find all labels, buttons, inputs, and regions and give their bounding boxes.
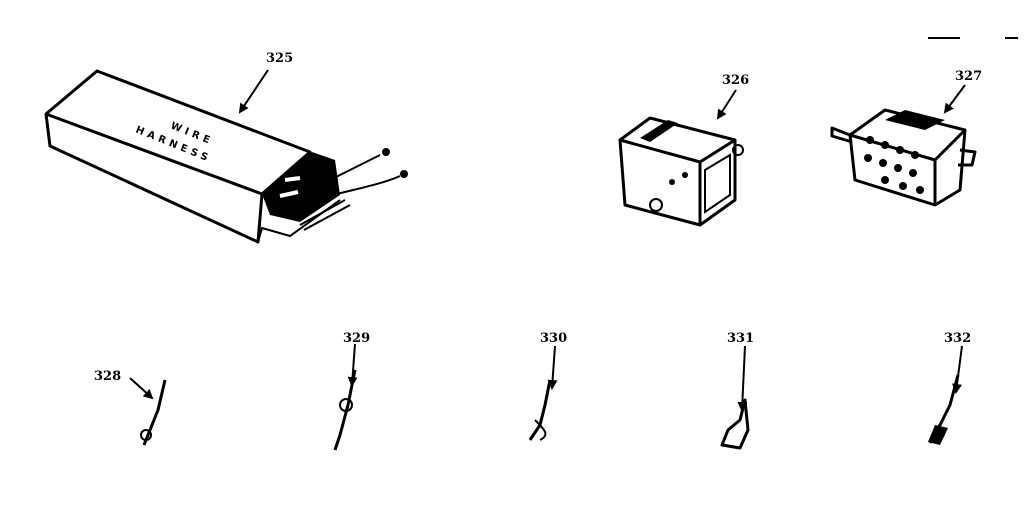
part-number-332: 332	[944, 331, 971, 346]
part-329-terminal: 329	[333, 331, 370, 451]
part-326-connector-housing: 326	[618, 73, 749, 227]
part-328-terminal: 328	[94, 369, 167, 446]
part-number-328: 328	[94, 369, 121, 384]
part-327-connector-block: 327	[830, 69, 982, 207]
part-number-329: 329	[343, 331, 370, 346]
part-number-325: 325	[266, 51, 293, 66]
part-number-326: 326	[722, 73, 749, 88]
part-325-wire-harness-box: WIRE HARNESS 325	[44, 51, 408, 244]
part-331-terminal: 331	[720, 331, 754, 450]
part-332-terminal: 332	[928, 331, 971, 445]
part-number-327: 327	[955, 69, 982, 84]
part-330-terminal: 330	[528, 331, 567, 441]
part-number-330: 330	[540, 331, 567, 346]
part-number-331: 331	[727, 331, 754, 346]
